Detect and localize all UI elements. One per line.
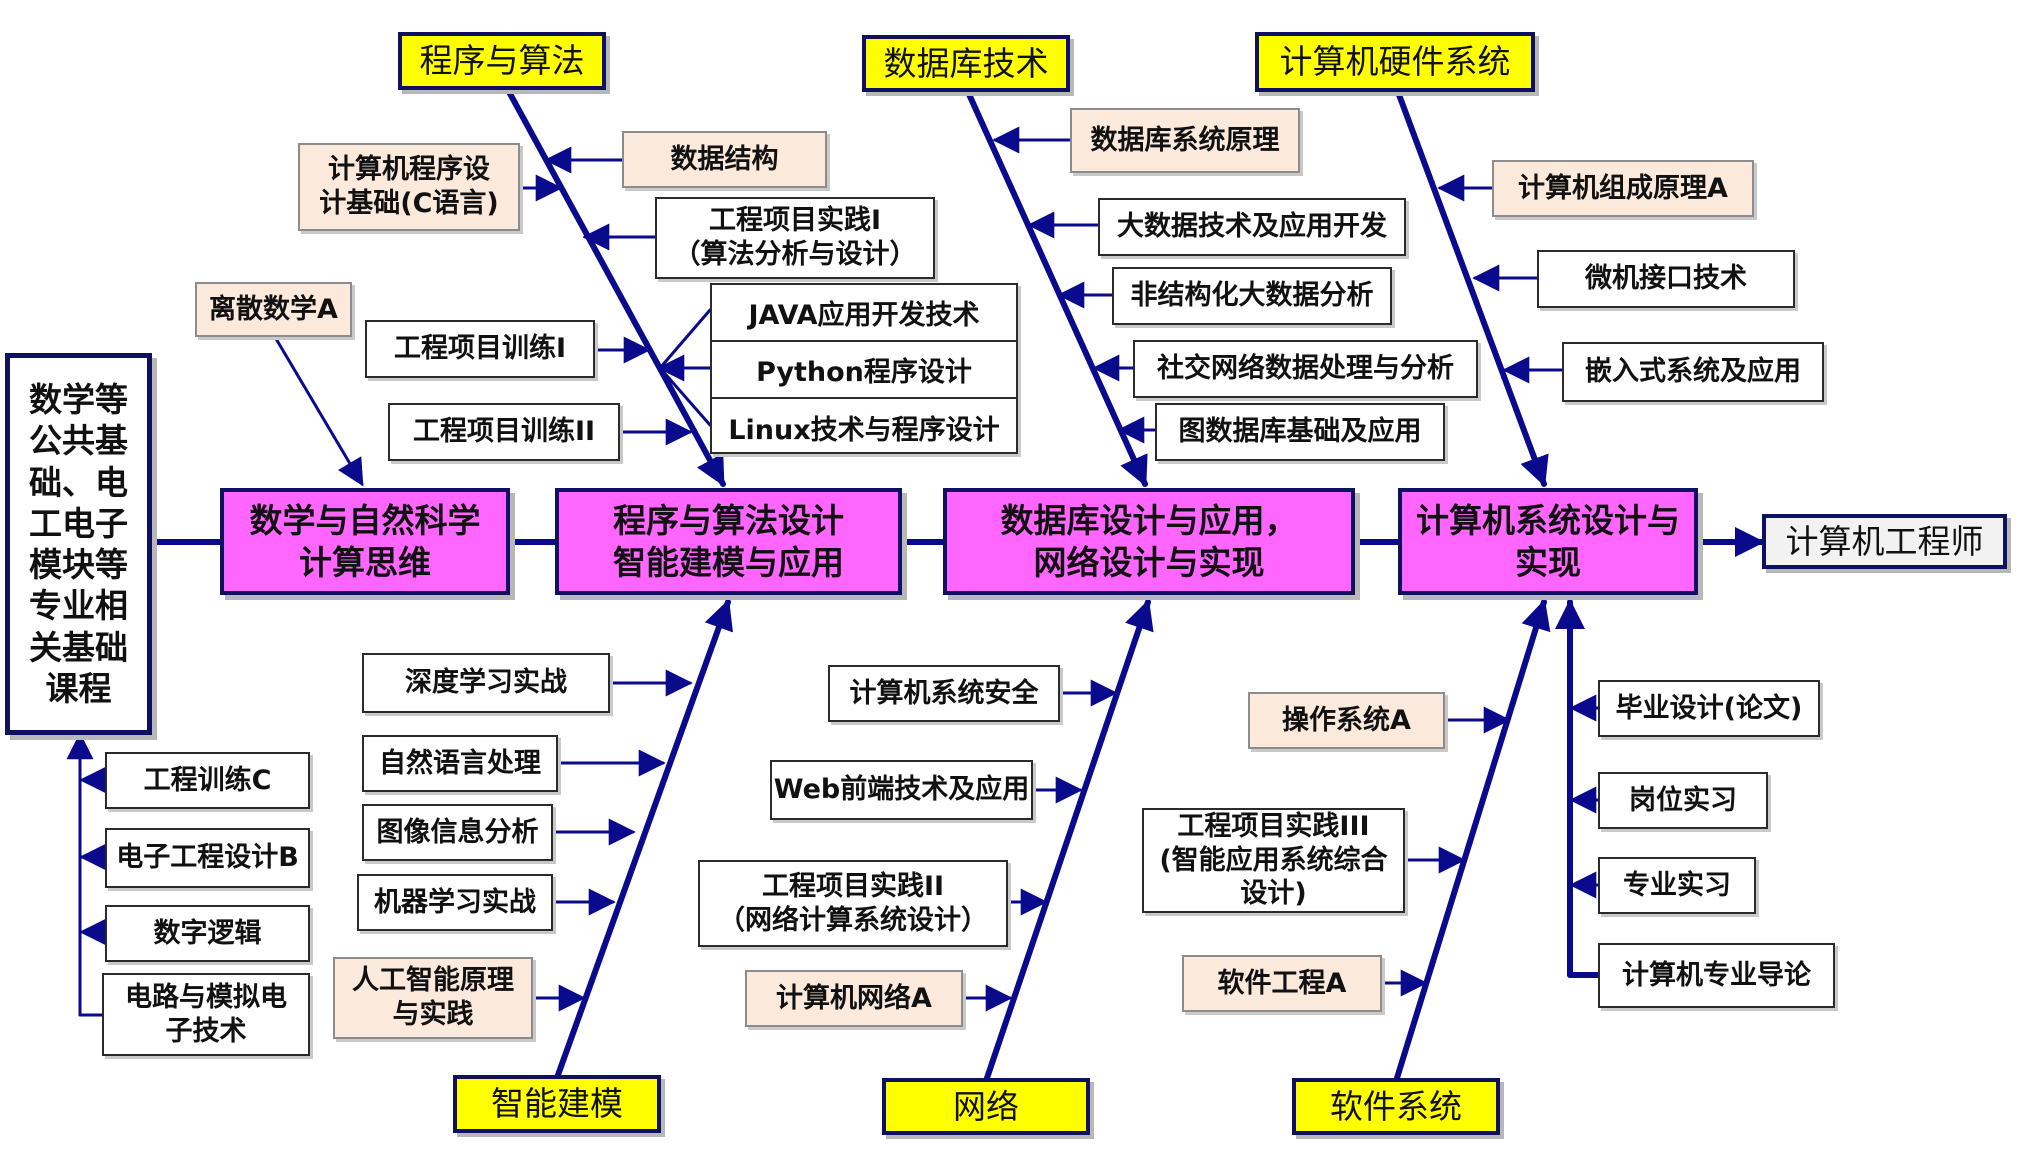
course-nlp: 自然语言处理 bbox=[362, 735, 558, 792]
course-computer-network: 计算机网络A bbox=[745, 970, 963, 1027]
course-image-analysis: 图像信息分析 bbox=[362, 804, 553, 861]
course-engineering-training-1: 工程项目训练I bbox=[365, 320, 595, 378]
course-os: 操作系统A bbox=[1248, 692, 1445, 749]
foundation-courses-box: 数学等 公共基 础、电 工电子 模块等 专业相 关基础 课程 bbox=[5, 353, 152, 735]
course-software-engineering: 软件工程A bbox=[1182, 955, 1382, 1012]
course-db-principles: 数据库系统原理 bbox=[1070, 108, 1300, 173]
bone-ai bbox=[555, 599, 733, 1078]
spine-math-thinking: 数学与自然科学 计算思维 bbox=[220, 488, 510, 595]
course-c-programming: 计算机程序设 计基础(C语言) bbox=[298, 143, 520, 231]
course-project-practice-1: 工程项目实践I （算法分析与设计） bbox=[655, 197, 935, 279]
course-data-structure: 数据结构 bbox=[622, 131, 827, 188]
course-engineering-training-2: 工程项目训练II bbox=[388, 403, 620, 461]
course-project-practice-3: 工程项目实践III (智能应用系统综合 设计) bbox=[1142, 808, 1405, 913]
course-language-stack: JAVA应用开发技术 Python程序设计 Linux技术与程序设计 bbox=[710, 283, 1018, 454]
course-machine-learning: 机器学习实战 bbox=[357, 874, 553, 931]
target-role-box: 计算机工程师 bbox=[1762, 514, 2007, 569]
course-computer-organization: 计算机组成原理A bbox=[1492, 160, 1754, 217]
category-program: 程序与算法 bbox=[398, 32, 606, 90]
spine-system-design: 计算机系统设计与 实现 bbox=[1398, 488, 1698, 595]
spine-database-network: 数据库设计与应用， 网络设计与实现 bbox=[943, 488, 1355, 595]
category-software: 软件系统 bbox=[1292, 1078, 1500, 1135]
course-professional-practice: 专业实习 bbox=[1598, 857, 1756, 914]
course-project-practice-2: 工程项目实践II （网络计算系统设计） bbox=[698, 860, 1008, 947]
course-electronic-design: 电子工程设计B bbox=[105, 828, 310, 888]
course-ai-principles: 人工智能原理 与实践 bbox=[333, 957, 533, 1039]
spine-program-ai: 程序与算法设计 智能建模与应用 bbox=[555, 488, 902, 595]
bone-database bbox=[965, 89, 1148, 487]
course-embedded: 嵌入式系统及应用 bbox=[1562, 342, 1824, 402]
course-microcomputer: 微机接口技术 bbox=[1537, 250, 1795, 308]
category-network: 网络 bbox=[882, 1078, 1090, 1135]
course-internship: 岗位实习 bbox=[1598, 772, 1768, 829]
bone-software bbox=[1394, 599, 1551, 1081]
course-circuits: 电路与模拟电 子技术 bbox=[102, 973, 310, 1056]
category-ai: 智能建模 bbox=[453, 1075, 661, 1133]
course-big-data: 大数据技术及应用开发 bbox=[1098, 198, 1406, 256]
bone-hardware bbox=[1395, 89, 1549, 487]
bone-program bbox=[505, 87, 726, 487]
course-social-network: 社交网络数据处理与分析 bbox=[1133, 340, 1478, 398]
course-unstructured-data: 非结构化大数据分析 bbox=[1112, 267, 1392, 325]
course-graph-db: 图数据库基础及应用 bbox=[1155, 403, 1445, 461]
course-intro-major: 计算机专业导论 bbox=[1598, 943, 1835, 1008]
course-python: Python程序设计 bbox=[712, 342, 1016, 399]
course-deep-learning: 深度学习实战 bbox=[362, 653, 610, 713]
course-engineering-training-c: 工程训练C bbox=[105, 752, 310, 809]
course-discrete-math: 离散数学A bbox=[195, 282, 352, 337]
course-graduation-thesis: 毕业设计(论文) bbox=[1598, 680, 1820, 737]
bone-discrete-math bbox=[273, 335, 364, 487]
course-security: 计算机系统安全 bbox=[828, 665, 1060, 722]
course-java: JAVA应用开发技术 bbox=[712, 285, 1016, 342]
category-database: 数据库技术 bbox=[862, 35, 1070, 92]
course-web: Web前端技术及应用 bbox=[770, 760, 1033, 820]
course-digital-logic: 数字逻辑 bbox=[105, 905, 310, 962]
course-linux: Linux技术与程序设计 bbox=[728, 415, 1000, 446]
bone-network bbox=[984, 599, 1154, 1081]
category-hardware: 计算机硬件系统 bbox=[1255, 32, 1535, 92]
